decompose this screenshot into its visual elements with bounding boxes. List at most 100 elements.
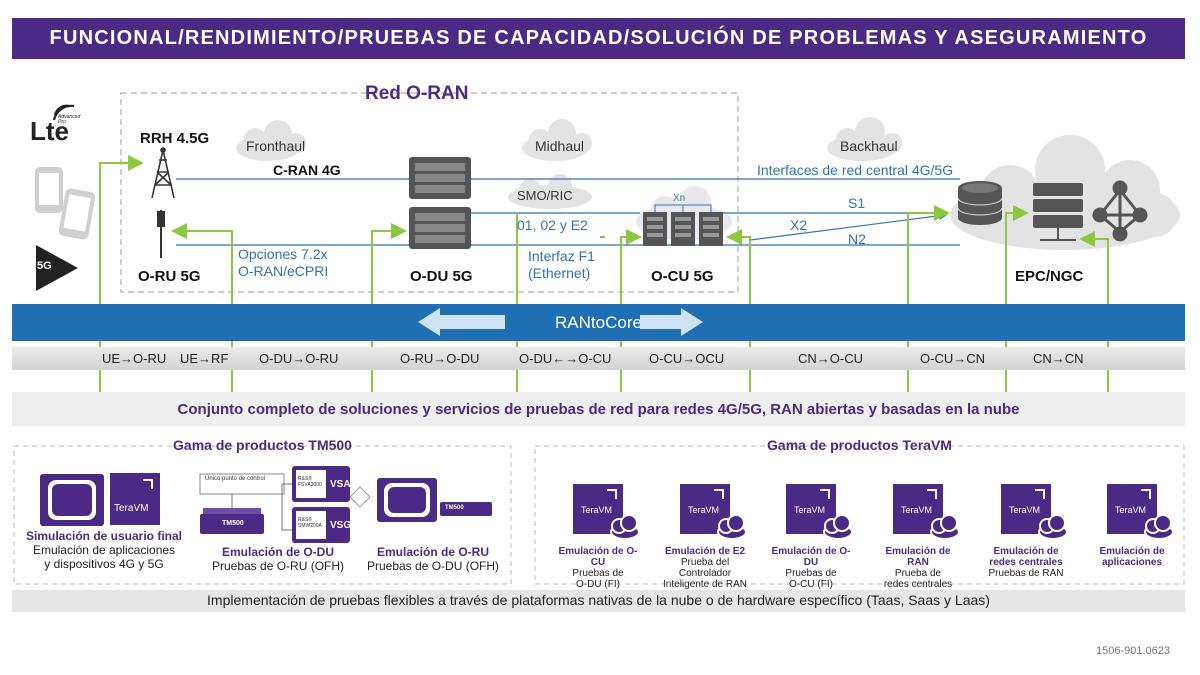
product-title: Emulación de O-DU [221,545,334,559]
product-oru-emulation: Emulación de O-RU Pruebas de O-DU (OFH) [358,545,508,573]
product-desc: Pruebas de [572,568,624,579]
vsg-instrument-icon [292,507,350,543]
midhaul-cloud [522,119,592,161]
tm500-device-label: TM500 [222,520,244,527]
segment-item: O-CU→CN [920,351,985,366]
segment-item: UE→O-RU [102,351,167,366]
backhaul-label: Backhaul [840,138,898,154]
product-desc: Pruebas de RAN [988,568,1064,579]
epc-label: EPC/NGC [1015,268,1084,285]
product-title: Emulación de O-RU [376,545,489,559]
product-title: Simulación de usuario final [25,529,183,543]
smw-label: R&S® SMW200A [298,517,322,529]
segment-item: O-RU→O-DU [400,351,480,366]
implementation-banner: Implementación de pruebas flexibles a tr… [12,590,1185,612]
f1-label-1: Interfaz F1 [528,248,595,264]
teravm-cloud-icon: TeraVM [680,484,747,540]
rrh-label: RRH 4.5G [140,130,210,147]
product-title: Emulación de O-CU [558,546,638,568]
segment-item: CN→CN [1033,351,1084,366]
segment-item: UE→RF [180,351,229,366]
product-desc: Pruebas de O-DU (OFH) [366,559,500,573]
svg-text:TeraVM: TeraVM [1009,505,1040,515]
server-stack-icon [1033,183,1083,241]
n2-label: N2 [848,231,866,247]
product-desc: Prueba del Controlador [678,557,732,579]
product-title: Emulación de O-DU [771,546,851,568]
teravm-cloud-icon: TeraVM [786,484,853,540]
core-interfaces-label: Interfaces de red central 4G/5G [757,162,954,178]
segment-item: O-DU←→O-CU [519,351,612,366]
teravm-box [534,445,1185,585]
tm500-teravm-badge: TeraVM [114,503,149,514]
suite-text: Conjunto completo de soluciones y servic… [177,401,1020,418]
product-end-user: Simulación de usuario final Emulación de… [14,529,194,571]
fsva-label: R&S® FSVA3000 [298,476,322,488]
smo-ric-label: SMO/RIC [517,188,573,203]
tm500-hardware-icon [199,473,292,534]
segment-item: CN→O-CU [798,351,863,366]
teravm-badge-icon [110,473,160,525]
segment-item: O-CU→OCU [649,351,725,366]
oru-device-label: TM500 [445,505,464,511]
product-title: Emulación de E2 [664,546,746,557]
product-odu-emulation: Emulación de O-DU Pruebas de O-RU (OFH) [198,545,358,573]
product-desc: Pruebas de [785,568,837,579]
vsa-label: VSA [330,479,351,490]
odu-server-icons [409,157,471,249]
teravm-cloud-icon: TeraVM [1107,484,1174,540]
segment-row: UE→O-RU UE→RF O-DU→O-RU O-RU→O-DU O-DU←→… [12,347,1185,370]
segment-item: O-DU→O-RU [259,351,339,366]
implementation-text: Implementación de pruebas flexibles a tr… [207,592,990,608]
oran-boundary [120,92,739,293]
footer-code: 1506-901.0623 [1096,645,1171,657]
odu-label: O-DU 5G [410,268,473,285]
xn-label: Xn [673,193,686,204]
header-banner: FUNCIONAL/RENDIMIENTO/PRUEBAS DE CAPACID… [12,18,1185,59]
backhaul-cloud [827,117,902,161]
product-desc: Pruebas de O-RU (OFH) [211,559,345,573]
end-user-device-icon [40,474,104,526]
oru-antenna [157,210,165,258]
oru-label: O-RU 5G [138,268,201,285]
product-title: Emulación de RAN [885,546,951,568]
header-title: FUNCIONAL/RENDIMIENTO/PRUEBAS DE CAPACID… [49,27,1148,49]
product-desc: O-CU (FI) [789,579,833,590]
phones-icon [35,167,96,240]
s1-label: S1 [848,195,866,211]
lte-sub: Advanced Pro [58,114,81,125]
five-g-label: 5G [37,260,52,272]
fronthaul-label: Fronthaul [246,138,306,154]
vsa-instrument-icon [292,466,350,502]
x2-label: X2 [790,217,808,233]
teravm-cloud-icon: TeraVM [1001,484,1068,540]
f1-label-2: (Ethernet) [528,265,591,281]
teravm-title: Gama de productos TeraVM [767,437,952,453]
tm500-title: Gama de productos TM500 [173,437,352,453]
product-title: Emulación de aplicaciones [1099,546,1165,568]
teravm-product: Emulación de aplicaciones [1090,546,1174,568]
rantocore-label: RANtoCore [555,313,642,332]
smo-cloud [508,174,592,209]
lte-logo: Lte [30,116,69,146]
product-title: Emulación de redes centrales [989,546,1063,568]
unico-punto-label: Único punto de control [205,476,266,482]
product-desc: redes centrales [883,579,953,590]
svg-text:TeraVM: TeraVM [1115,505,1146,515]
ocu-label: O-CU 5G [651,268,714,285]
lte-signal-icon [52,104,75,121]
tm500-box [13,445,512,585]
midhaul-label: Midhaul [535,138,585,154]
database-icon [957,181,1003,225]
o1-label: 01, 02 y E2 [517,217,588,233]
connector-icon [349,486,371,508]
teravm-cloud-icon: TeraVM [893,484,960,540]
product-desc: Prueba de [894,568,942,579]
product-desc: Emulación de aplicaciones [32,543,176,557]
rrh-tower [151,147,175,199]
five-g-icon [36,245,78,291]
